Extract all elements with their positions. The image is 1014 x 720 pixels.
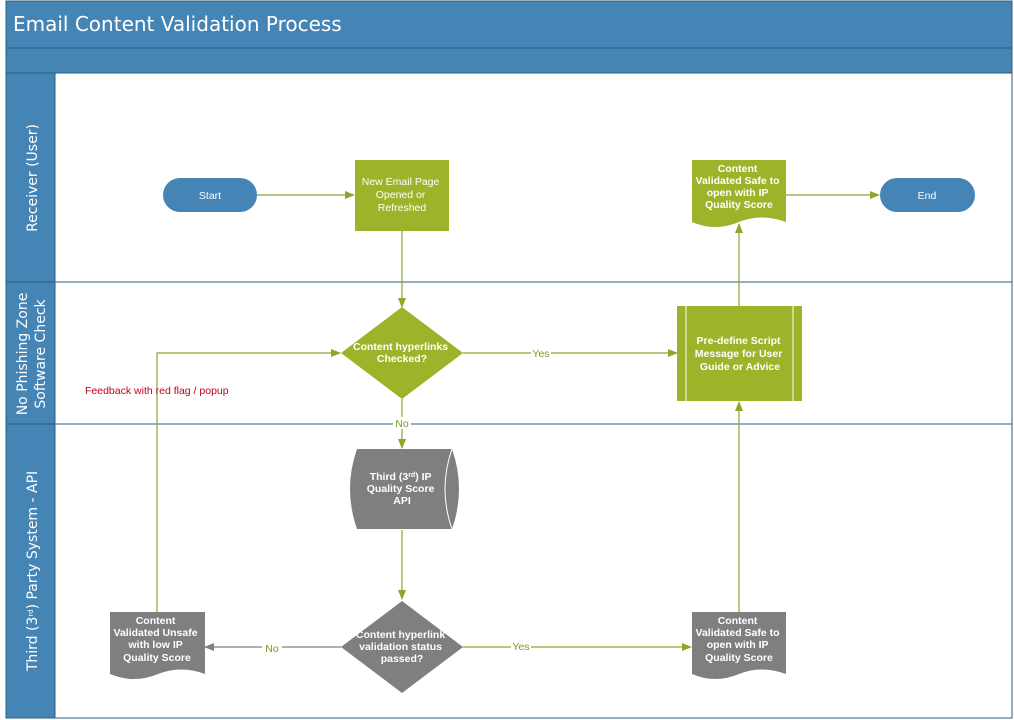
label-yes-bottom: Yes xyxy=(512,641,529,653)
svg-text:Content Validated Safe t: Content Validated Safe to open with IP Q… xyxy=(696,163,783,211)
svg-text:Content hyperlinks Check: Content hyperlinks Checked? xyxy=(353,341,451,365)
lane-label-third-party: Third (3rd) Party System - API xyxy=(25,471,41,672)
api-data-store: Third (3rd) IP Quality Score API xyxy=(350,448,459,530)
new-email-line1: New Email Page xyxy=(362,176,440,188)
lane-label-receiver: Receiver (User) xyxy=(25,124,41,232)
predefined-script-process: Pre-define Script Message for User Guide… xyxy=(677,306,802,401)
new-email-line2: Opened or xyxy=(376,189,426,201)
connector-feedback-loop xyxy=(156,349,341,612)
svg-text:Content hyperlink valida: Content hyperlink validation status pass… xyxy=(356,629,448,665)
start-terminator: Start xyxy=(163,178,257,212)
svg-text:Content Validated Safe t: Content Validated Safe to open with IP Q… xyxy=(696,615,783,664)
new-email-process: New Email Page Opened or Refreshed xyxy=(355,160,449,231)
label-no-down: No xyxy=(395,418,409,430)
end-terminator: End xyxy=(880,178,975,212)
end-label: End xyxy=(918,190,937,202)
safe-document-top: Content Validated Safe to open with IP Q… xyxy=(692,160,786,227)
svg-text:New Email Page Opened or: New Email Page Opened or Refreshed xyxy=(362,176,443,214)
title-bar xyxy=(5,0,1013,49)
lane-receiver xyxy=(54,72,1013,283)
decision-hyperlinks-checked: Content hyperlinks Checked? xyxy=(341,307,463,399)
lane-third-party xyxy=(54,423,1013,719)
start-label: Start xyxy=(199,190,221,202)
svg-text:Pre-define Script Messag: Pre-define Script Message for User Guide… xyxy=(695,335,785,373)
lane-label-column xyxy=(5,72,56,719)
decision-validation-status: Content hyperlink validation status pass… xyxy=(341,601,463,693)
svg-text:Content Validated Unsafe: Content Validated Unsafe with low IP Qua… xyxy=(114,615,201,664)
lane-label-software-check-line2: Software Check xyxy=(33,298,49,408)
label-yes-top: Yes xyxy=(532,348,549,360)
label-no-left: No xyxy=(265,643,279,655)
svg-text:Third (3rd) IP Quality S: Third (3rd) IP Quality Score API xyxy=(367,471,438,507)
subheader-bar xyxy=(5,47,1013,74)
safe-document-bottom: Content Validated Safe to open with IP Q… xyxy=(692,612,786,679)
unsafe-document: Content Validated Unsafe with low IP Qua… xyxy=(110,612,205,679)
new-email-line3: Refreshed xyxy=(378,202,427,214)
label-feedback: Feedback with red flag / popup xyxy=(85,385,229,397)
diagram-title: Email Content Validation Process xyxy=(13,12,342,36)
lane-label-software-check-line1: No Phishing Zone xyxy=(15,293,31,416)
